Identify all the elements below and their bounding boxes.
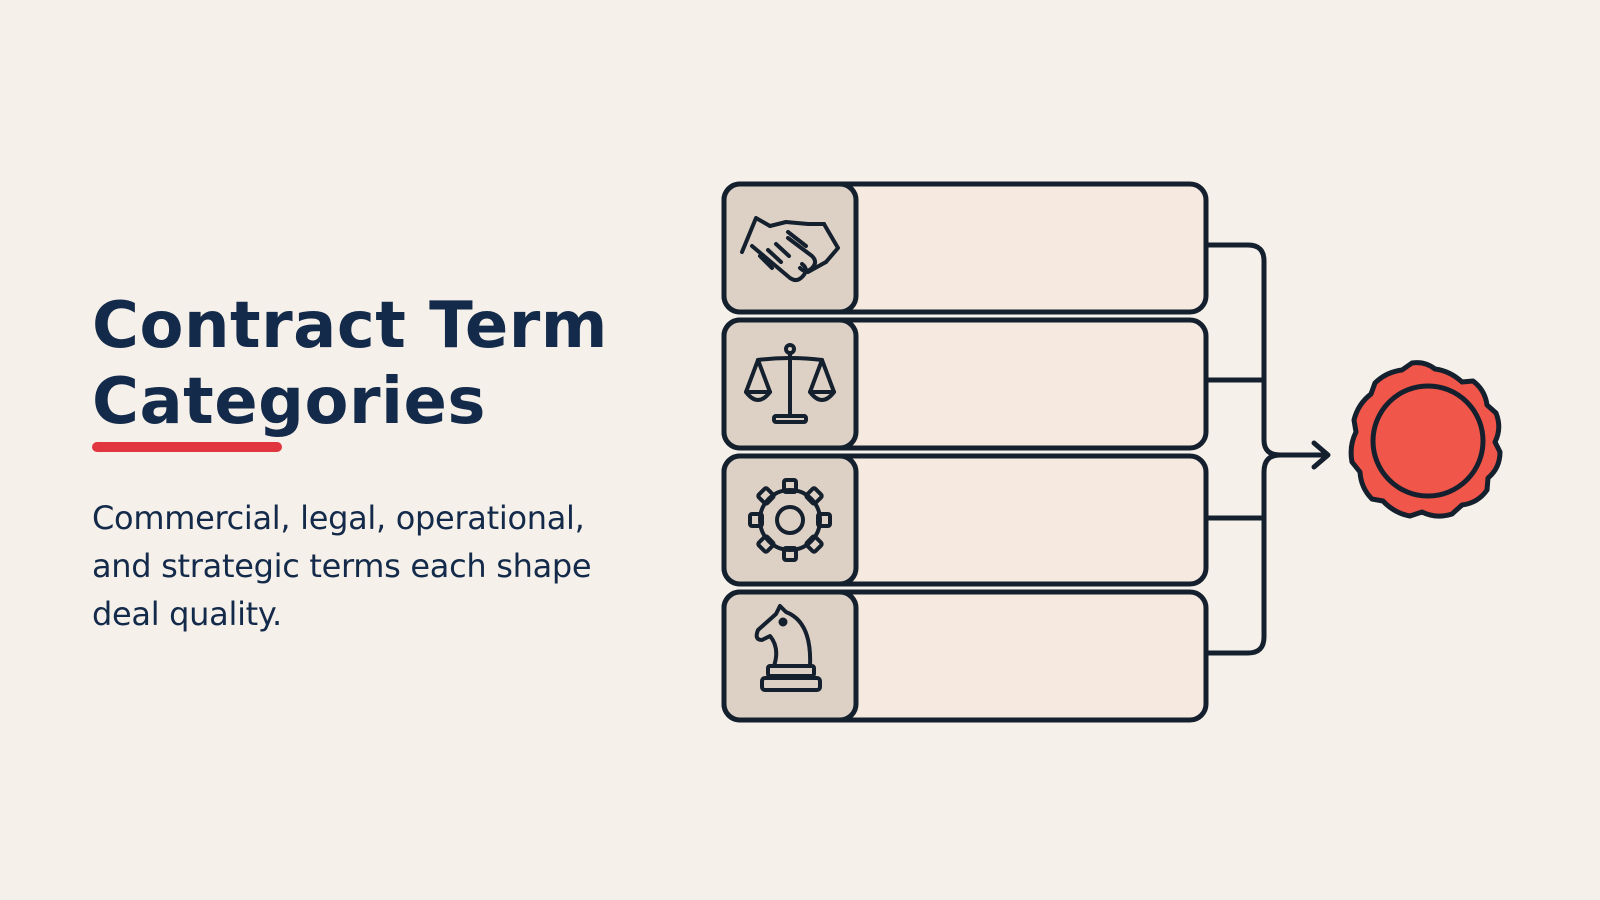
seal-badge-icon [1348, 360, 1503, 519]
slide-title: Contract Term Categories [92, 289, 608, 439]
title-underline [92, 442, 282, 452]
category-row-operational [721, 453, 1209, 587]
connector-lines [1203, 242, 1331, 656]
category-row-legal [721, 317, 1209, 451]
gear-icon [748, 478, 832, 562]
scales-icon [744, 343, 836, 424]
slide-subtitle: Commercial, legal, operational, and stra… [92, 499, 592, 633]
category-row-strategic [721, 589, 1209, 723]
category-row-commercial [721, 181, 1209, 315]
handshake-icon [740, 216, 840, 283]
chess-knight-icon [754, 604, 822, 692]
